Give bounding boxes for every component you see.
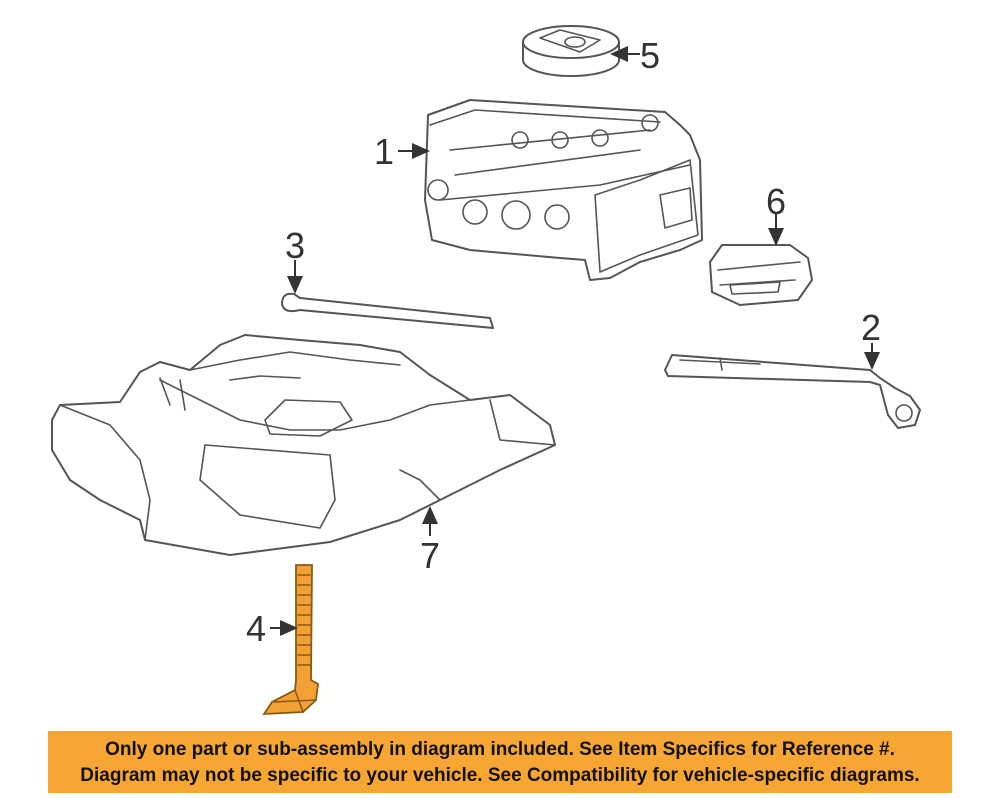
stud-bolt-part-4-highlighted bbox=[262, 564, 319, 715]
disclaimer-banner: Only one part or sub-assembly in diagram… bbox=[48, 731, 952, 793]
strap-part-6 bbox=[709, 244, 813, 306]
callout-2: 2 bbox=[861, 307, 881, 348]
disclaimer-line-1: Only one part or sub-assembly in diagram… bbox=[105, 739, 895, 760]
disclaimer-line-2: Diagram may not be specific to your vehi… bbox=[80, 765, 920, 786]
lug-wrench-part-2 bbox=[664, 354, 921, 429]
callout-3: 3 bbox=[285, 225, 305, 266]
callout-1: 1 bbox=[374, 131, 394, 172]
scissor-jack-part-1 bbox=[424, 99, 703, 281]
callout-5: 5 bbox=[640, 35, 660, 76]
callout-7: 7 bbox=[420, 535, 440, 576]
tool-tray-part-7 bbox=[51, 334, 556, 556]
callout-4: 4 bbox=[246, 608, 266, 649]
parts-diagram: 5 1 6 3 2 bbox=[51, 25, 921, 715]
jack-pad-part-5 bbox=[522, 25, 620, 77]
jack-handle-part-3 bbox=[281, 292, 494, 329]
callout-6: 6 bbox=[766, 181, 786, 222]
